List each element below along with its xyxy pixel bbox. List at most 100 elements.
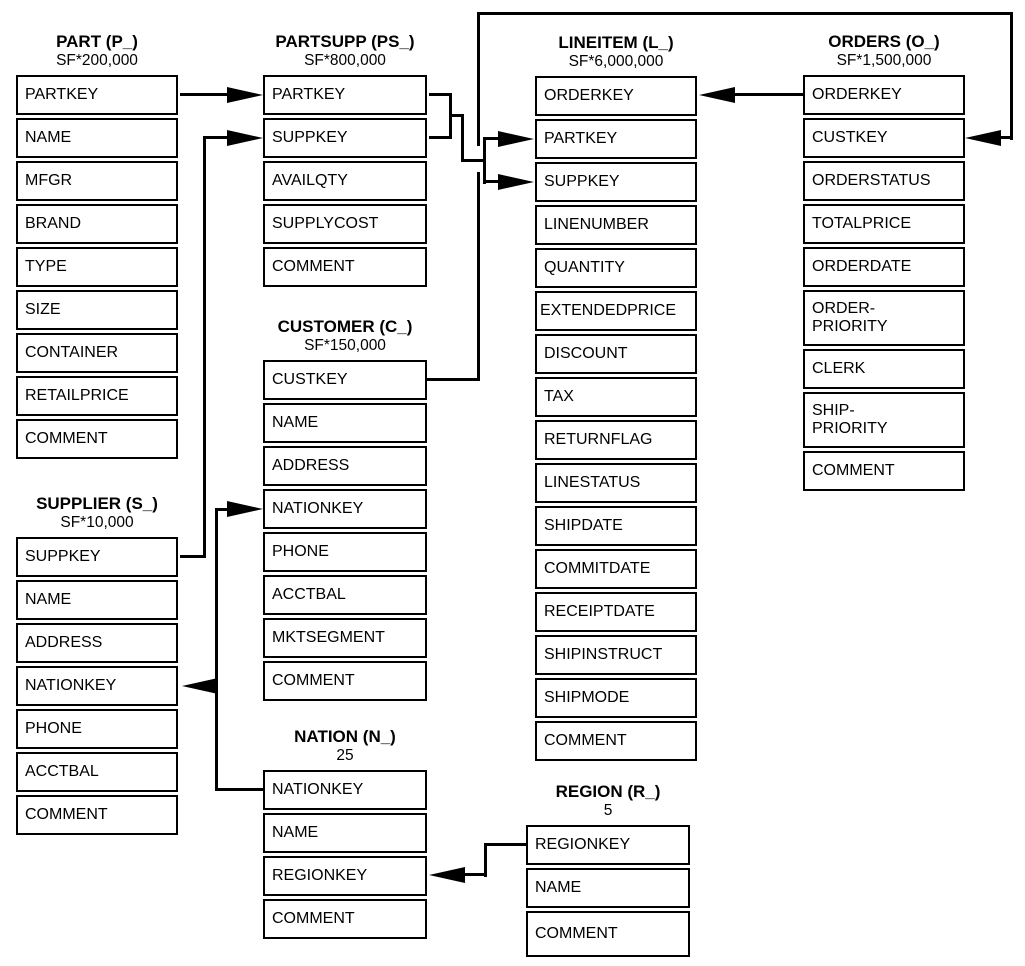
field-cell: AVAILQTY [263,161,427,201]
field-cell: ORDERSTATUS [803,161,965,201]
table-supplier-header: SUPPLIER (S_) SF*10,000 [36,494,158,532]
field-cell: PARTKEY [263,75,427,115]
field-cell: ACCTBAL [263,575,427,615]
arrowhead-into-lineitem-suppkey [498,174,534,190]
field-cell: MKTSEGMENT [263,618,427,658]
connector-partsupp-lineitem [449,114,464,117]
connector-partsupp-lineitem [483,137,486,184]
field-cell: CONTAINER [16,333,178,373]
field-cell: COMMITDATE [535,549,697,589]
table-region: REGION (R_) 5 REGIONKEY NAME COMMENT [526,782,690,960]
field-cell: PARTKEY [16,75,178,115]
table-nation: NATION (N_) 25 NATIONKEY NAME REGIONKEY … [263,727,427,942]
table-lineitem: LINEITEM (L_) SF*6,000,000 ORDERKEY PART… [535,33,697,764]
field-cell: NATIONKEY [263,489,427,529]
field-cell: CLERK [803,349,965,389]
field-cell: QUANTITY [535,248,697,288]
table-cardinality: SF*10,000 [60,514,134,531]
connector-customer-orders [477,12,1013,15]
arrowhead-into-customer-nationkey [227,501,263,517]
field-cell: NAME [263,813,427,853]
field-cell: PARTKEY [535,119,697,159]
connector-orders-lineitem [733,93,803,96]
field-cell: RETAILPRICE [16,376,178,416]
field-cell: TAX [535,377,697,417]
arrowhead-into-lineitem-partkey [498,131,534,147]
connector-partsupp-lineitem [461,114,464,162]
connector-customer-orders [477,12,480,146]
table-nation-header: NATION (N_) 25 [294,727,396,765]
field-cell: COMMENT [16,795,178,835]
arrowhead-into-lineitem-orderkey [699,87,735,103]
field-cell: LINENUMBER [535,205,697,245]
table-supplier: SUPPLIER (S_) SF*10,000 SUPPKEY NAME ADD… [16,494,178,838]
table-title: SUPPLIER (S_) [36,494,158,513]
connector-customer-orders [427,378,480,381]
field-cell: COMMENT [526,911,690,957]
field-cell: ADDRESS [16,623,178,663]
field-cell: EXTENDEDPRICE [535,291,697,331]
arrowhead-into-supplier-nationkey [182,678,218,694]
field-cell: ADDRESS [263,446,427,486]
connector-partsupp-lineitem [461,159,486,162]
connector-supplier-partsupp [203,136,206,558]
field-cell: CUSTKEY [263,360,427,400]
field-cell: ORDERKEY [803,75,965,115]
connector-region-nation [484,843,487,877]
connector-partsupp-lineitem [429,93,452,96]
table-partsupp: PARTSUPP (PS_) SF*800,000 PARTKEY SUPPKE… [263,32,427,290]
field-cell: NAME [263,403,427,443]
field-cell: PHONE [263,532,427,572]
field-cell: SUPPKEY [263,118,427,158]
field-cell: ACCTBAL [16,752,178,792]
field-cell: TYPE [16,247,178,287]
arrowhead-into-partsupp-suppkey [227,130,263,146]
field-cell: COMMENT [803,451,965,491]
table-customer: CUSTOMER (C_) SF*150,000 CUSTKEY NAME AD… [263,317,427,704]
table-title: REGION (R_) [555,782,661,801]
arrowhead-into-orders-custkey [965,130,1001,146]
connector-nation-nationkey [215,788,263,791]
connector-customer-orders [998,136,1013,139]
field-cell: TOTALPRICE [803,204,965,244]
field-cell: MFGR [16,161,178,201]
field-cell: NAME [16,118,178,158]
field-cell: SHIPDATE [535,506,697,546]
field-cell: BRAND [16,204,178,244]
table-part: PART (P_) SF*200,000 PARTKEY NAME MFGR B… [16,32,178,462]
connector-customer-orders [477,172,480,381]
table-orders-header: ORDERS (O_) SF*1,500,000 [828,32,939,70]
field-cell: REGIONKEY [263,856,427,896]
table-title: PART (P_) [56,32,138,51]
table-title: CUSTOMER (C_) [277,317,413,336]
table-cardinality: 5 [603,802,613,819]
table-partsupp-header: PARTSUPP (PS_) SF*800,000 [275,32,414,70]
field-cell: CUSTKEY [803,118,965,158]
table-cardinality: SF*150,000 [304,337,386,354]
field-cell: SUPPKEY [535,162,697,202]
field-cell: NAME [526,868,690,908]
connector-part-partsupp [180,93,230,96]
connector-region-nation [463,873,487,876]
field-cell: ORDERDATE [803,247,965,287]
field-cell: COMMENT [16,419,178,459]
field-cell: SHIPMODE [535,678,697,718]
field-cell: SUPPLYCOST [263,204,427,244]
field-cell: SUPPKEY [16,537,178,577]
connector-supplier-partsupp [203,136,229,139]
field-cell: COMMENT [263,247,427,287]
table-cardinality: SF*800,000 [304,52,386,69]
table-cardinality: 25 [336,747,354,764]
field-cell: COMMENT [263,661,427,701]
field-cell: ORDERKEY [535,76,697,116]
table-orders: ORDERS (O_) SF*1,500,000 ORDERKEY CUSTKE… [803,32,965,494]
field-cell: LINESTATUS [535,463,697,503]
field-cell: DISCOUNT [535,334,697,374]
connector-partsupp-lineitem [429,136,452,139]
connector-customer-orders [1010,12,1013,140]
table-title: LINEITEM (L_) [558,33,674,52]
connector-nation-nationkey [215,508,218,791]
connector-supplier-partsupp [180,555,206,558]
table-cardinality: SF*1,500,000 [836,52,932,69]
